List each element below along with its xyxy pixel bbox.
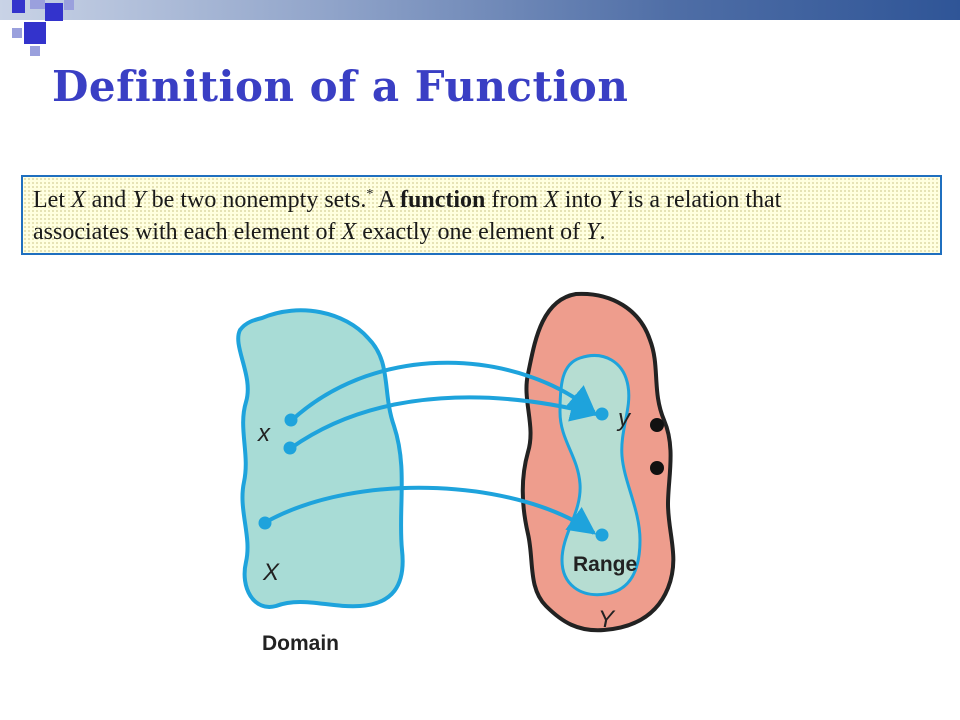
- corner-square-1: [12, 0, 25, 13]
- def-var-y: Y: [132, 187, 146, 213]
- def-text: is a relation that: [621, 187, 782, 213]
- def-text: associates with each element of: [33, 219, 342, 245]
- domain-set-shape: [236, 308, 405, 609]
- corner-square-2: [30, 0, 45, 9]
- corner-square-4: [64, 0, 74, 10]
- codomain-point: [650, 418, 664, 432]
- def-var-y: Y: [586, 219, 600, 245]
- element-y-label: y: [616, 405, 632, 432]
- mapping-arrow: [265, 485, 597, 535]
- def-text: A: [373, 187, 400, 213]
- corner-square-6: [12, 28, 22, 38]
- domain-label: Domain: [262, 632, 339, 655]
- set-y-label: Y: [598, 606, 616, 633]
- range-point: [595, 528, 609, 542]
- def-text: into: [558, 187, 609, 213]
- set-x-label: X: [262, 559, 280, 586]
- domain-point: [283, 441, 297, 455]
- def-text: and: [85, 187, 133, 213]
- range-label: Range: [573, 553, 637, 576]
- mapping-arrow: [290, 360, 597, 422]
- element-x-label: x: [257, 420, 271, 447]
- corner-square-5: [24, 22, 46, 44]
- def-var-x: X: [70, 187, 86, 213]
- slide-title: Definition of a Function: [52, 62, 629, 111]
- mapping-arrow: [289, 394, 599, 450]
- def-term-function: function: [400, 187, 486, 213]
- corner-square-3: [45, 3, 63, 21]
- domain-point: [258, 516, 272, 530]
- def-var-x: X: [544, 187, 559, 213]
- def-var-y: Y: [608, 187, 622, 213]
- definition-line-2: associates with each element of X exactl…: [33, 216, 930, 248]
- def-var-x: X: [341, 219, 357, 245]
- range-point: [595, 407, 609, 421]
- definition-box: Let X and Y be two nonempty sets.* A fun…: [21, 175, 942, 255]
- def-text: Let: [33, 187, 71, 213]
- def-text: exactly one element of: [356, 219, 587, 245]
- def-text: from: [485, 187, 545, 213]
- codomain-point: [650, 461, 664, 475]
- def-text: be two nonempty sets.: [145, 187, 367, 213]
- corner-square-7: [30, 46, 40, 56]
- top-decorative-bar: [0, 0, 960, 20]
- domain-point: [284, 413, 298, 427]
- footnote-marker: *: [366, 187, 374, 202]
- definition-line-1: Let X and Y be two nonempty sets.* A fun…: [33, 184, 930, 216]
- def-text: .: [599, 219, 606, 245]
